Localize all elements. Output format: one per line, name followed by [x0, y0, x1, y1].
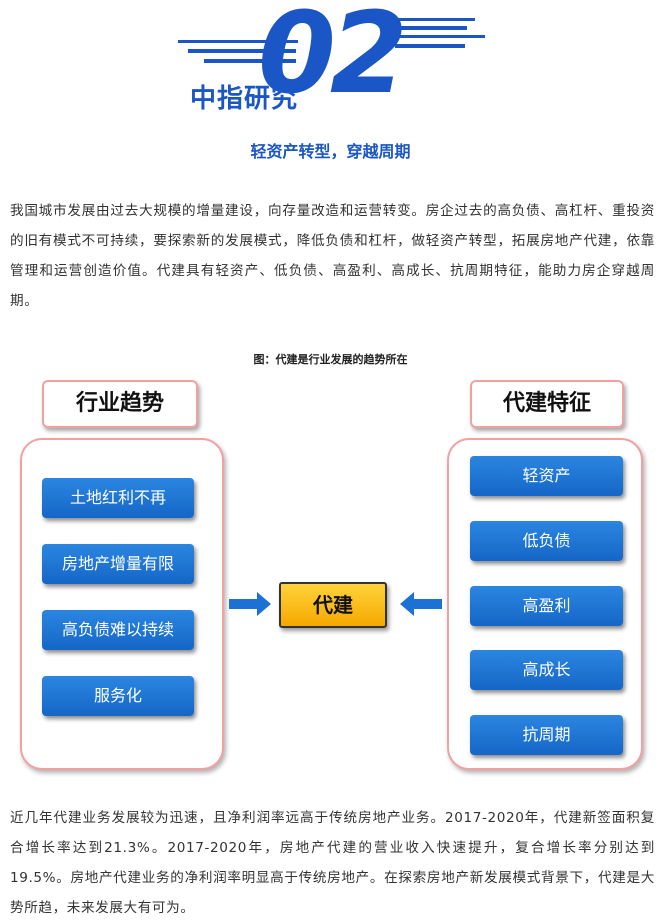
feature-item: 抗周期 — [470, 715, 623, 755]
feature-item: 低负债 — [470, 521, 623, 561]
trend-item: 服务化 — [42, 676, 194, 716]
intro-paragraph: 我国城市发展由过去大规模的增量建设，向存量改造和运营转变。房企过去的高负债、高杠… — [10, 203, 655, 309]
closing-paragraph: 近几年代建业务发展较为迅速，且净利润率远高于传统房地产业务。2017-2020年… — [10, 810, 655, 916]
figure-caption: 图：代建是行业发展的趋势所在 — [253, 353, 408, 366]
trend-item: 高负债难以持续 — [42, 610, 194, 650]
trend-item: 土地红利不再 — [42, 478, 194, 518]
feature-item: 高盈利 — [470, 586, 623, 626]
industry-trend-title: 行业趋势 — [42, 380, 198, 428]
agent-construction-center-box: 代建 — [279, 582, 387, 628]
speed-lines-decoration — [178, 18, 485, 63]
arrow-right-icon — [229, 592, 271, 616]
arrow-left-icon — [400, 592, 442, 616]
feature-item: 轻资产 — [470, 456, 623, 496]
feature-item: 高成长 — [470, 650, 623, 690]
agent-construction-features-title: 代建特征 — [470, 380, 624, 428]
section-number: 02 — [258, 0, 408, 119]
brand-title: 中指研究 — [190, 84, 299, 114]
trend-item: 房地产增量有限 — [42, 544, 194, 584]
section-header: 02 中指研究 — [0, 0, 661, 125]
section-subtitle: 轻资产转型，穿越周期 — [250, 142, 411, 161]
